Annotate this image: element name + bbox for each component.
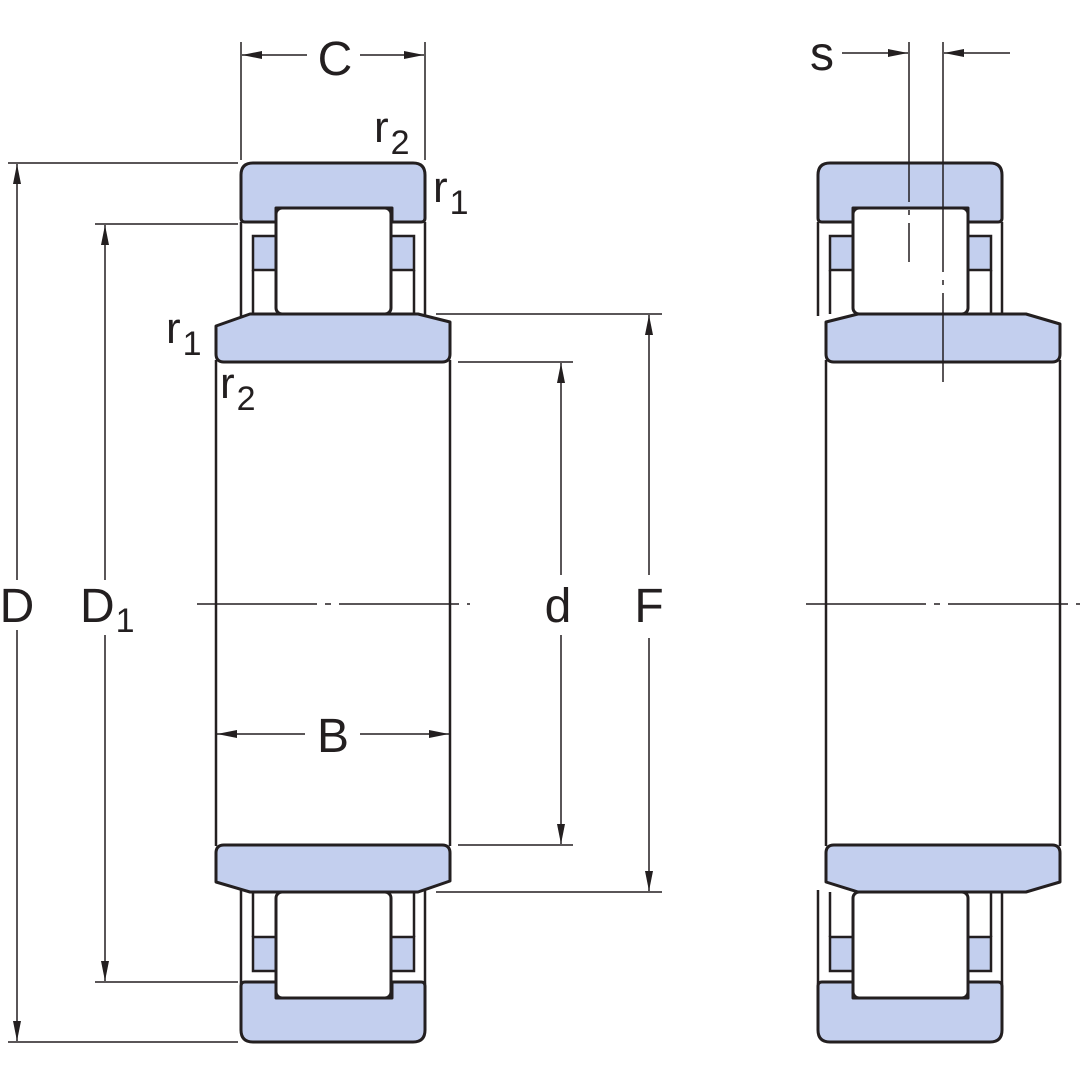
label-r1-inner: r1	[166, 304, 202, 363]
label-r2-top: r2	[374, 103, 410, 162]
cage-top-left	[251, 234, 279, 272]
roller-top	[274, 206, 393, 316]
inner-ring-bottom	[214, 843, 452, 894]
cage-bottom-left	[251, 935, 279, 973]
cage-bottom-right	[388, 935, 416, 973]
label-d-outer: D	[0, 580, 34, 633]
right-cage-top-right	[965, 234, 993, 272]
label-r2-inner: r2	[220, 359, 256, 418]
inner-ring-top	[214, 312, 452, 364]
right-outer-ring-bottom	[816, 980, 1004, 1044]
label-d1: D1	[80, 580, 135, 640]
outer-ring-bottom	[239, 980, 427, 1044]
label-f: F	[634, 580, 663, 633]
roller-bottom	[274, 890, 393, 1000]
right-cage-top-left	[828, 234, 856, 272]
right-cage-bottom-right	[965, 935, 993, 973]
right-view	[806, 42, 1080, 1044]
label-c: C	[318, 33, 353, 86]
dimensions	[8, 42, 1010, 1043]
cage-top-right	[388, 234, 416, 272]
right-roller-bottom	[851, 890, 970, 1000]
label-s: s	[810, 28, 834, 81]
right-cage-bottom-left	[828, 935, 856, 973]
right-inner-ring-bottom	[824, 843, 1062, 894]
right-roller-top	[851, 206, 970, 316]
label-b: B	[317, 710, 349, 763]
labels: C s r2 r1 r1 r2 D D1 d F B	[0, 28, 834, 763]
label-d-inner: d	[545, 580, 572, 633]
label-r1-top: r1	[433, 163, 469, 222]
left-view	[197, 161, 470, 1044]
